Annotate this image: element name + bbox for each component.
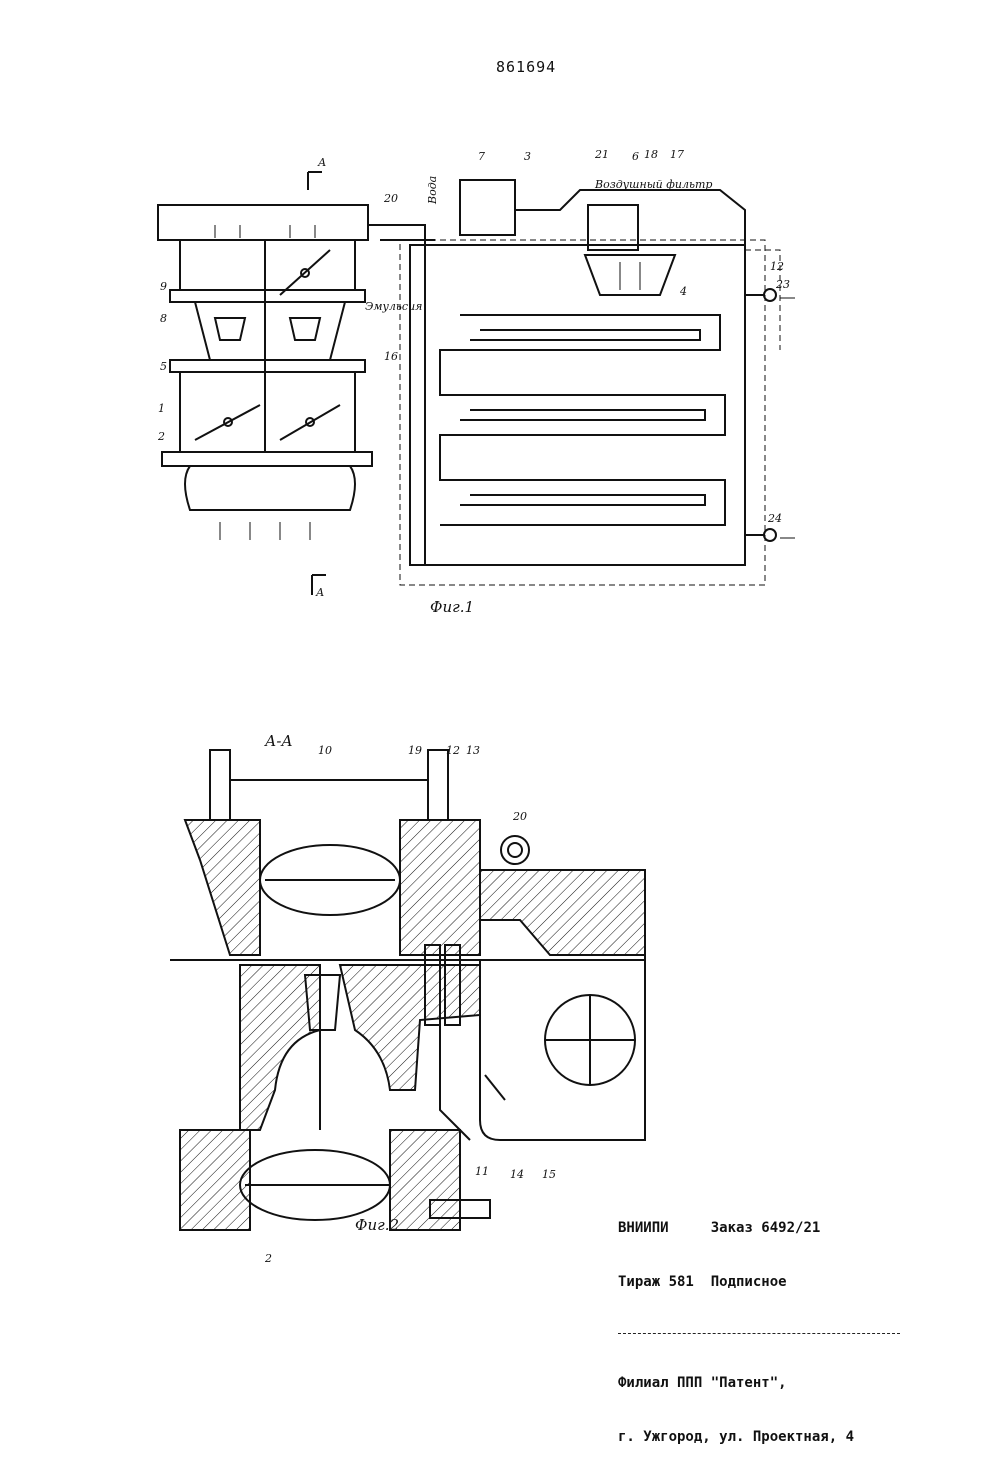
- callout-4: 4: [679, 285, 687, 298]
- imprint-org: ВНИИПИ: [618, 1220, 669, 1236]
- section-mark-bottom: А: [315, 586, 324, 599]
- callout-16: 16: [384, 350, 398, 363]
- callout-1: 1: [158, 402, 165, 415]
- callout-17: 17: [670, 150, 684, 161]
- callout-5: 5: [160, 360, 167, 373]
- callout-21: 21: [594, 150, 609, 161]
- figure-1: А А Воздушный фильтр Эмульсия Вода 1 2 3…: [140, 150, 800, 620]
- label-water: Вода: [426, 176, 439, 205]
- callout-12b: 12: [446, 744, 460, 757]
- label-emulsion: Эмульсия: [365, 300, 422, 313]
- figure-2-caption: Фиг.2: [355, 1216, 399, 1234]
- section-mark-top: А: [317, 156, 326, 169]
- callout-9: 9: [160, 280, 167, 293]
- document-number: 861694: [496, 58, 556, 76]
- imprint-divider: [618, 1333, 900, 1334]
- imprint-address: г. Ужгород, ул. Проектная, 4: [618, 1428, 900, 1446]
- callout-10: 10: [318, 744, 332, 757]
- callout-14: 14: [510, 1168, 524, 1181]
- callout-2: 2: [157, 430, 165, 443]
- callout-20: 20: [383, 192, 398, 205]
- callout-23: 23: [775, 278, 790, 291]
- label-air-filter: Воздушный фильтр: [594, 178, 712, 191]
- callout-13: 13: [466, 744, 480, 757]
- figure-2-section-title: А-А: [264, 732, 293, 750]
- imprint-order: Заказ 6492/21: [711, 1220, 821, 1236]
- callout-24: 24: [767, 512, 782, 525]
- callout-8: 8: [160, 312, 167, 325]
- callout-7: 7: [478, 150, 485, 163]
- callout-2b: 2: [264, 1252, 272, 1265]
- imprint-branch: Филиал ППП "Патент",: [618, 1374, 900, 1392]
- callout-11: 11: [475, 1165, 489, 1178]
- figure-1-caption: Фиг.1: [430, 598, 474, 616]
- imprint-print-run: Тираж 581: [618, 1274, 694, 1290]
- callout-6: 6: [632, 150, 639, 163]
- callout-3: 3: [524, 150, 531, 163]
- imprint-subscription: Подписное: [711, 1274, 787, 1290]
- callout-19: 19: [408, 744, 422, 757]
- figure-2: А-А 2 10 11 12 13 14 15 19 20 Фиг.2: [170, 730, 670, 1270]
- callout-15: 15: [542, 1168, 556, 1181]
- callout-12: 12: [770, 260, 784, 273]
- callout-18: 18: [644, 150, 658, 161]
- callout-20b: 20: [512, 810, 527, 823]
- publisher-imprint: ВНИИПИ Заказ 6492/21 Тираж 581 Подписное…: [618, 1183, 900, 1464]
